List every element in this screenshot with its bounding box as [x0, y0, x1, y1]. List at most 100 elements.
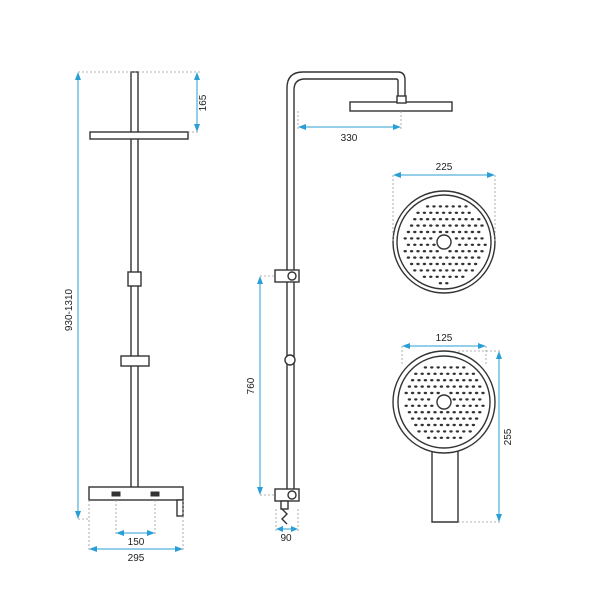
nozzle — [423, 430, 428, 433]
nozzle — [467, 224, 471, 227]
nozzle — [462, 391, 466, 395]
dim-outlet-depth-label: 90 — [280, 533, 292, 544]
nozzle — [413, 269, 417, 272]
nozzle — [422, 275, 427, 278]
nozzle — [452, 423, 456, 427]
nozzle — [420, 385, 424, 388]
dim-mixer-spacing-label: 150 — [128, 537, 145, 548]
nozzle — [446, 385, 450, 388]
nozzle — [478, 385, 482, 388]
nozzle — [438, 256, 443, 259]
nozzle — [477, 230, 481, 234]
nozzle — [433, 372, 437, 375]
nozzle — [419, 230, 423, 234]
nozzle — [461, 237, 465, 240]
nozzle — [471, 423, 476, 427]
side-slider — [284, 354, 296, 366]
nozzle — [445, 282, 449, 285]
nozzle — [471, 372, 476, 375]
nozzle — [429, 262, 433, 266]
nozzle — [441, 211, 446, 214]
rain-head-inner — [396, 194, 492, 290]
nozzle — [480, 250, 484, 253]
nozzle — [422, 250, 427, 253]
nozzle — [474, 379, 479, 382]
nozzle — [442, 379, 447, 382]
nozzle — [439, 411, 444, 414]
nozzle — [423, 366, 428, 369]
front-shower-head — [89, 131, 189, 140]
nozzle — [433, 385, 437, 388]
nozzle — [429, 275, 433, 278]
nozzle — [435, 211, 439, 214]
dim-arm-reach: 330 — [298, 124, 401, 144]
nozzle — [432, 230, 436, 234]
nozzle — [404, 391, 408, 395]
nozzle — [432, 256, 436, 259]
hand-shower-body — [431, 450, 459, 523]
nozzle — [419, 256, 423, 259]
nozzle — [409, 237, 414, 240]
nozzle — [409, 224, 414, 227]
nozzle — [462, 430, 466, 433]
nozzle — [406, 243, 411, 246]
nozzle — [470, 230, 475, 234]
nozzle — [410, 404, 415, 407]
nozzle — [455, 366, 460, 369]
nozzle — [414, 372, 418, 375]
nozzle — [449, 391, 453, 395]
rain-head-outer — [392, 190, 496, 294]
nozzle — [406, 256, 411, 259]
nozzle — [467, 237, 471, 240]
nozzle — [454, 250, 459, 253]
nozzle — [446, 436, 450, 439]
nozzle — [478, 411, 482, 414]
nozzle — [455, 417, 460, 420]
nozzle — [423, 417, 428, 420]
hand-shower-inner — [397, 355, 491, 449]
nozzle — [439, 423, 444, 427]
nozzle — [430, 379, 434, 382]
nozzle — [449, 366, 453, 369]
nozzle — [420, 372, 424, 375]
nozzle — [436, 379, 440, 382]
nozzle — [480, 237, 484, 240]
nozzle — [409, 262, 414, 266]
nozzle — [430, 391, 434, 395]
nozzle — [426, 411, 431, 414]
nozzle — [473, 262, 478, 266]
nozzle — [467, 262, 471, 266]
nozzle — [470, 256, 475, 259]
rain-head-nozzles — [403, 205, 487, 285]
nozzle — [473, 224, 478, 227]
dim-mixer-width: 295 — [89, 546, 183, 564]
nozzle — [445, 256, 449, 259]
nozzle — [465, 372, 469, 375]
nozzle — [465, 385, 469, 388]
nozzle — [436, 366, 440, 369]
nozzle — [429, 211, 433, 214]
dim-hand-length-label: 255 — [503, 428, 514, 445]
nozzle — [413, 218, 417, 221]
nozzle — [461, 275, 465, 278]
nozzle — [446, 411, 450, 414]
nozzle — [473, 237, 478, 240]
nozzle — [429, 250, 433, 253]
nozzle — [461, 250, 465, 253]
nozzle — [432, 218, 436, 221]
nozzle — [458, 385, 463, 388]
nozzle — [448, 262, 452, 266]
nozzle — [417, 417, 421, 420]
dim-head-diameter: 225 — [393, 162, 495, 178]
nozzle — [465, 423, 469, 427]
nozzle — [464, 243, 468, 246]
dim-outlet-depth: 90 — [276, 526, 298, 544]
nozzle — [445, 269, 449, 272]
nozzle — [461, 262, 465, 266]
front-mixer-handle-right — [150, 491, 160, 497]
nozzle — [436, 417, 440, 420]
nozzle — [457, 256, 462, 259]
nozzle — [454, 211, 459, 214]
nozzle — [481, 404, 485, 407]
nozzle — [441, 262, 446, 266]
